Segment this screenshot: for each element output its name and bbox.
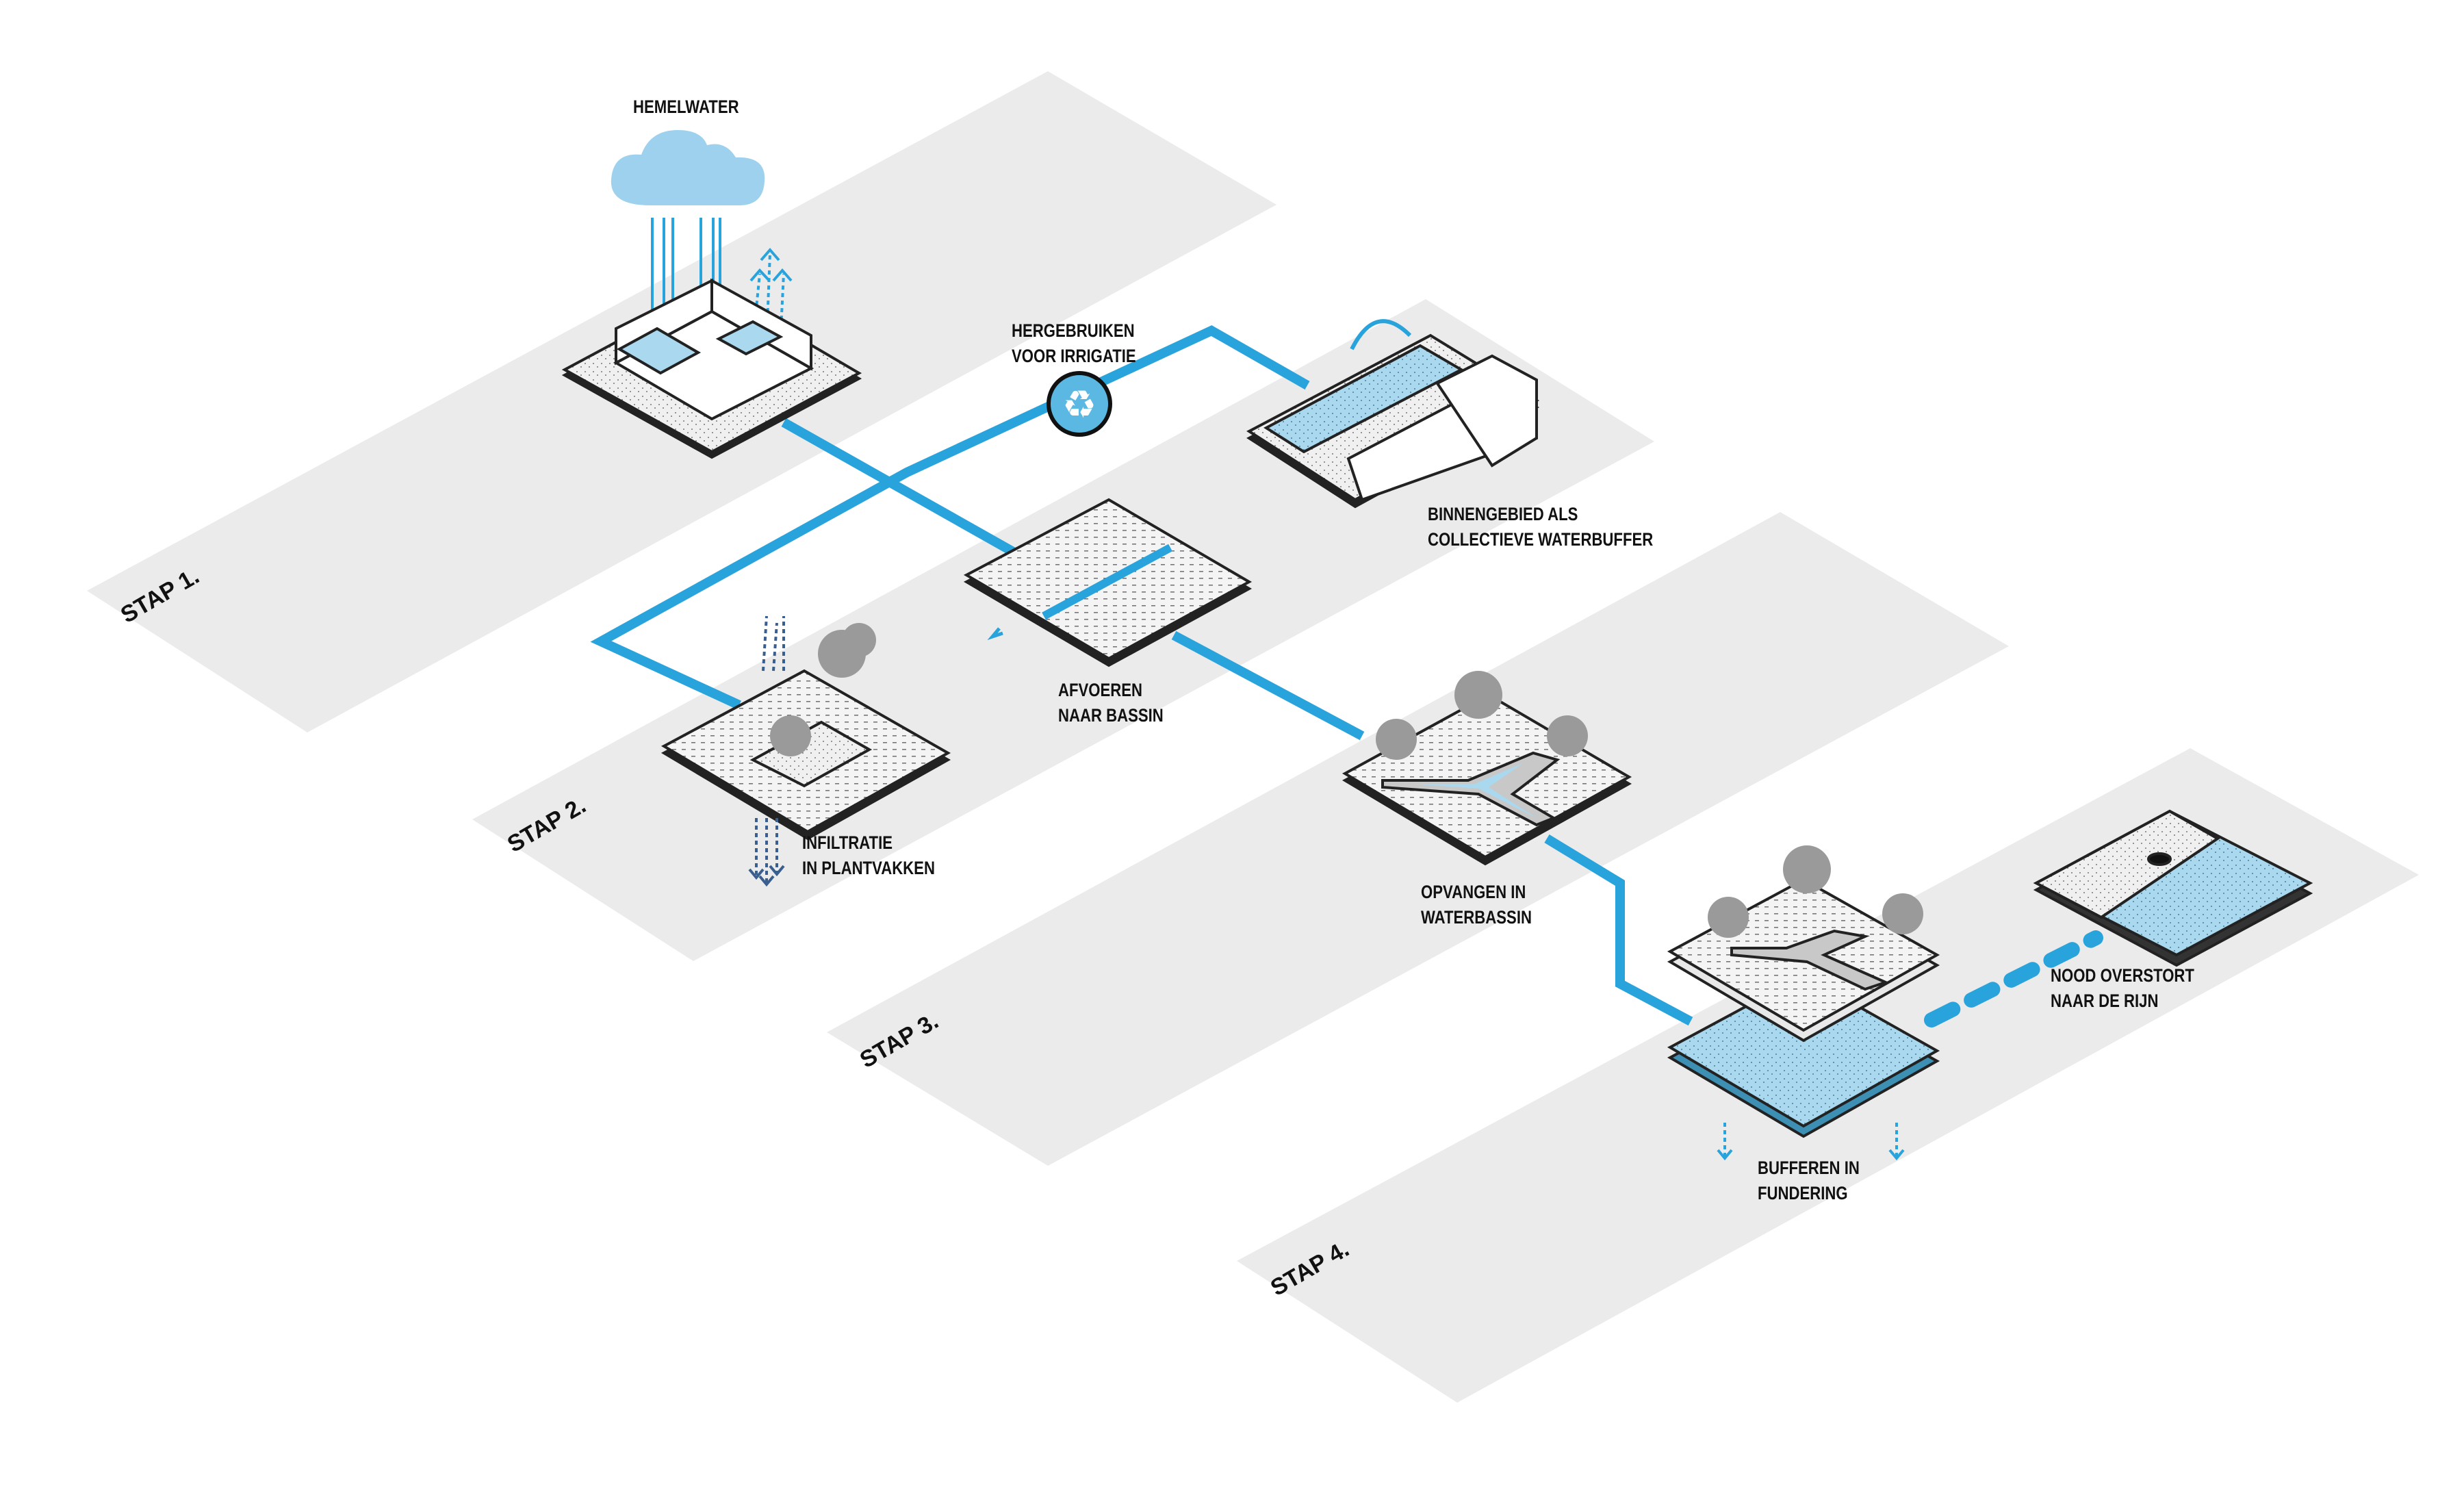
label-reuse: HERGEBRUIKEN VOOR IRRIGATIE (1012, 318, 1136, 369)
river-block (2033, 809, 2313, 967)
label-infiltration-line1: INFILTRATIE (802, 832, 893, 853)
label-reuse-line1: HERGEBRUIKEN (1012, 320, 1135, 341)
pipe-plaza-to-basin (1171, 630, 1365, 741)
buffer-block (1667, 878, 1940, 1138)
svg-text:♻: ♻ (1062, 383, 1096, 427)
label-overflow-line1: NOOD OVERSTORT (2051, 965, 2194, 986)
label-overflow-line2: NAAR DE RIJN (2051, 991, 2159, 1011)
tree-icon (1376, 671, 1588, 760)
label-drain-line2: NAAR BASSIN (1058, 705, 1164, 726)
label-basin-line2: WATERBASSIN (1421, 907, 1532, 928)
infiltration-block (660, 669, 951, 841)
overflow-pipe (1924, 930, 2103, 1028)
label-infiltration: INFILTRATIE IN PLANTVAKKEN (802, 830, 935, 881)
label-rain: HEMELWATER (633, 94, 739, 120)
label-buffer-line1: BUFFEREN IN (1758, 1158, 1860, 1178)
label-drain-line1: AFVOEREN (1058, 680, 1143, 700)
pipe-basin-to-buffer (1544, 834, 1693, 1026)
circulation-arrow-icon (1350, 319, 1412, 350)
buffer-down-arrows (1717, 1123, 1905, 1161)
label-courtyard-line1: BINNENGEBIED ALS (1428, 504, 1578, 524)
label-drain: AFVOEREN NAAR BASSIN (1058, 678, 1164, 728)
drain-arrow-icon (987, 627, 1003, 641)
pipe-network (590, 325, 1693, 1026)
plaza-block (963, 498, 1253, 667)
label-buffer-line2: FUNDERING (1758, 1183, 1848, 1203)
cloud-icon (611, 130, 765, 205)
courtyard-block (1246, 333, 1539, 509)
label-courtyard: BINNENGEBIED ALS COLLECTIEVE WATERBUFFER (1428, 502, 1653, 552)
tree-icon (770, 623, 876, 756)
label-rain-text: HEMELWATER (633, 97, 739, 117)
recycle-icon[interactable]: ♻ (1047, 371, 1112, 437)
step-band-3 (827, 512, 2009, 1166)
label-overflow: NOOD OVERSTORT NAAR DE RIJN (2051, 963, 2194, 1014)
infiltration-arrows (748, 615, 785, 887)
label-courtyard-line2: COLLECTIEVE WATERBUFFER (1428, 529, 1654, 550)
pipe-house-to-plaza (781, 418, 1027, 563)
label-buffer: BUFFEREN IN FUNDERING (1758, 1156, 1860, 1206)
label-reuse-line2: VOOR IRRIGATIE (1012, 346, 1136, 366)
label-basin: OPVANGEN IN WATERBASSIN (1421, 880, 1532, 930)
label-basin-line1: OPVANGEN IN (1421, 882, 1526, 902)
tree-icon (1708, 845, 1923, 938)
pipe-irrigation (590, 325, 1310, 710)
rooftop-block (561, 278, 862, 459)
label-infiltration-line2: IN PLANTVAKKEN (802, 858, 935, 878)
